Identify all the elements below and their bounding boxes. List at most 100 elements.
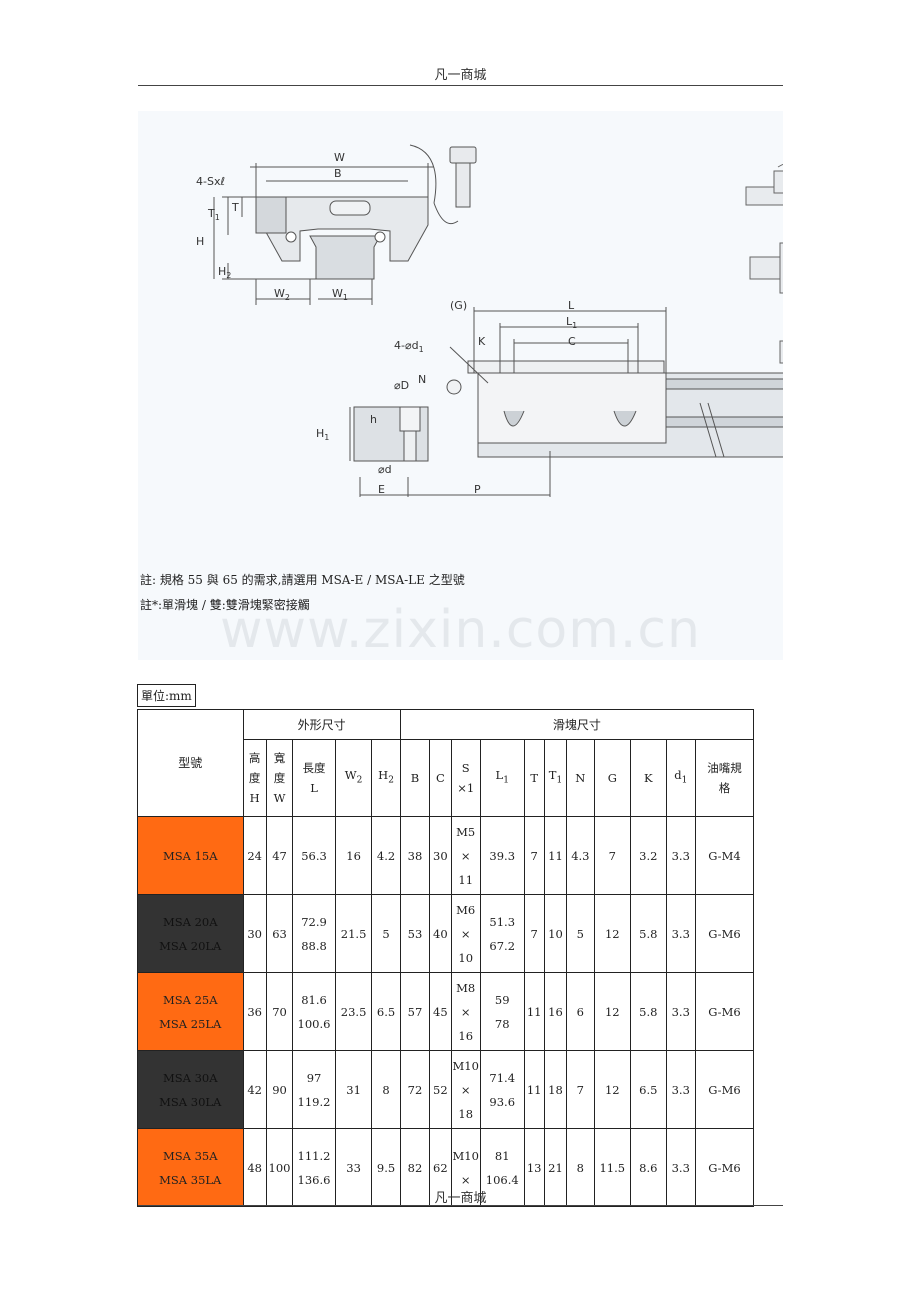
- column-header-sub: 1: [503, 775, 509, 786]
- header-rule: [138, 85, 783, 86]
- table-cell: 3.2: [630, 816, 667, 895]
- table-cell: 11: [543, 816, 568, 895]
- column-header-line: W: [273, 791, 286, 805]
- column-header-line: 度: [248, 771, 261, 785]
- cell-line: 56.3: [301, 848, 327, 863]
- label-t1: T1: [207, 207, 220, 222]
- table-cell: 3.3: [665, 894, 696, 973]
- table-cell: 4.2: [371, 816, 401, 895]
- label-e: E: [378, 483, 385, 496]
- table-cell: 82: [399, 1128, 431, 1207]
- label-l: L: [568, 299, 575, 312]
- table-cell: 7: [566, 1050, 595, 1129]
- table-cell: 8.6: [630, 1128, 667, 1207]
- cell-line: 97: [306, 1070, 322, 1085]
- table-cell: 3.3: [665, 972, 696, 1051]
- column-header-line: 格: [718, 781, 731, 795]
- column-header: H2: [371, 739, 401, 817]
- table-cell: 90: [265, 1050, 294, 1129]
- table-cell: 12: [593, 972, 632, 1051]
- column-header-line: 度: [273, 771, 286, 785]
- column-header-main: G: [607, 771, 617, 785]
- cell-line: 88.8: [301, 938, 327, 953]
- label-h: H: [196, 235, 204, 248]
- table-cell: 5: [566, 894, 595, 973]
- table-cell: 24: [242, 816, 267, 895]
- label-t: T: [231, 201, 239, 214]
- label-l1: L1: [566, 315, 577, 330]
- note-line-1: 註: 規格 55 與 65 的需求,請選用 MSA-E / MSA-LE 之型號: [140, 573, 465, 587]
- table-cell: 7: [593, 816, 632, 895]
- table-cell: 12: [593, 1050, 632, 1129]
- table-cell: 16: [334, 816, 373, 895]
- label-sd: ⌀d: [378, 463, 392, 476]
- table-cell: 52: [429, 1050, 452, 1129]
- column-header: L1: [479, 739, 525, 817]
- table-cell: 53: [399, 894, 431, 973]
- column-header-sub: 1: [681, 775, 688, 786]
- watermark: www.zixin.com.cn: [220, 600, 701, 660]
- moment-icons: [745, 163, 783, 364]
- table-cell: 56.3: [292, 816, 336, 895]
- column-header-line: H: [249, 791, 260, 805]
- cell-line: 106.4: [485, 1172, 519, 1187]
- cell-line: M6: [456, 902, 476, 917]
- table-cell: 39.3: [479, 816, 525, 895]
- table-cell: G-M6: [694, 972, 755, 1051]
- column-header-main: H: [378, 768, 389, 783]
- front-view-labels: W B 4-Sxℓ T1 T H H2 W2 W1: [196, 151, 348, 302]
- column-header-line: L: [310, 781, 318, 795]
- table-cell: M8×16: [450, 972, 481, 1051]
- label-w: W: [334, 151, 345, 164]
- cell-line: 81.6: [301, 992, 327, 1007]
- table-cell: 36: [242, 972, 267, 1051]
- label-hh: h: [370, 413, 377, 426]
- table-cell: 9.5: [371, 1128, 401, 1207]
- label-w2: W2: [274, 287, 290, 302]
- table-cell: 18: [543, 1050, 568, 1129]
- table-cell: 31: [334, 1050, 373, 1129]
- page-footer: 凡一商城: [434, 1191, 487, 1206]
- model-name: MSA 20LA: [159, 938, 222, 953]
- table-cell: G-M6: [694, 1050, 755, 1129]
- column-header: C: [429, 739, 452, 817]
- column-header: 油嘴規格: [694, 739, 755, 817]
- cell-line: ×: [460, 1082, 471, 1097]
- label-od: ⌀D: [394, 379, 409, 392]
- table-cell: 5.8: [630, 972, 667, 1051]
- model-name: MSA 15A: [162, 848, 218, 863]
- header-group-outer: 外形尺寸: [242, 709, 401, 740]
- model-name: MSA 35A: [162, 1148, 218, 1163]
- column-header: B: [399, 739, 431, 817]
- unit-label: 單位:mm: [137, 684, 196, 707]
- column-header-main: T: [548, 768, 557, 783]
- table-cell: 6.5: [630, 1050, 667, 1129]
- column-header-line: S: [461, 761, 470, 775]
- header-row-groups: 型號外形尺寸滑塊尺寸: [137, 709, 755, 817]
- side-view-labels: (G) L L1 4-⌀d1 K C ⌀D N h H1 ⌀d E P: [316, 299, 577, 496]
- table-cell: 30: [242, 894, 267, 973]
- label-w1: W1: [332, 287, 348, 302]
- table-cell: 4.3: [566, 816, 595, 895]
- cell-line: ×: [460, 848, 471, 863]
- table-cell: 47: [265, 816, 294, 895]
- table-cell: 8: [371, 1050, 401, 1129]
- table-cell: 12: [593, 894, 632, 973]
- model-cell: MSA 15A: [137, 816, 244, 895]
- column-header-main: K: [644, 771, 653, 785]
- cell-line: 10: [458, 950, 474, 965]
- cell-line: 59: [494, 992, 510, 1007]
- label-sxl: 4-Sxℓ: [196, 175, 225, 188]
- model-name: MSA 30A: [162, 1070, 218, 1085]
- table-cell: 33: [334, 1128, 373, 1207]
- table-cell: 16: [543, 972, 568, 1051]
